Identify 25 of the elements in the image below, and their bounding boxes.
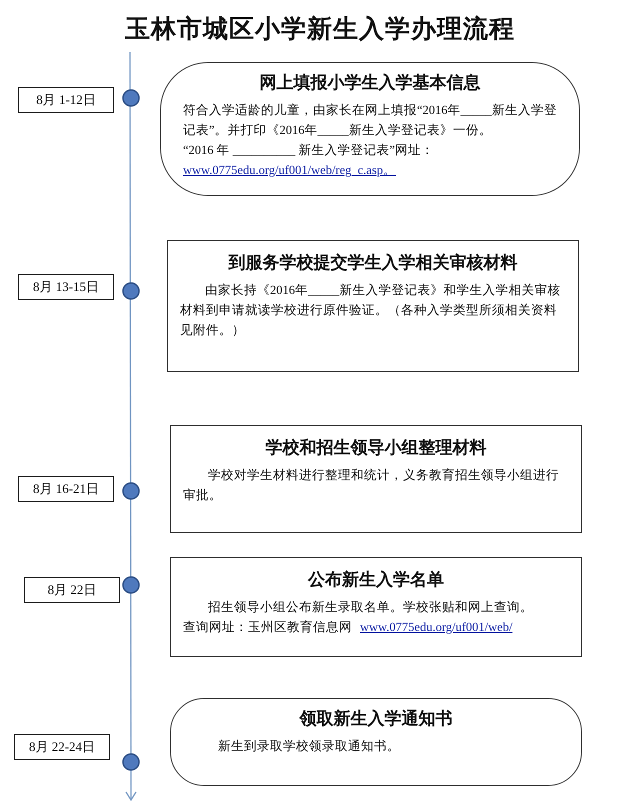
date-box: 8月 13-15日: [18, 274, 114, 300]
step-box: [167, 240, 579, 372]
date-box: 8月 1-12日: [18, 87, 114, 113]
body-text: 查询网址：玉州区教育信息网: [183, 619, 352, 636]
step-box: [170, 557, 582, 657]
step-heading: 网上填报小学生入学基本信息: [258, 72, 482, 94]
body-text: 符合入学适龄的儿童，由家长在网上填报“2016年_____新生入学登记表”。并打印《2016年_____新生入学登记表》一份。: [183, 102, 557, 139]
rounded-step-box: [170, 698, 582, 786]
body-text: 学校对学生材料进行整理和统计，义务教育招生领导小组进行审批。: [183, 467, 560, 504]
step-heading: 到服务学校提交学生入学相关审核材料: [227, 252, 518, 274]
body-text: 由家长持《2016年_____新生入学登记表》和学生入学相关审核材料到申请就读学校进行原件验证。（各种入学类型所须相关资料见附件。）: [180, 282, 562, 339]
body-text: 招生领导小组公布新生录取名单。学校张贴和网上查询。: [207, 599, 534, 616]
step-heading: 学校和招生领导小组整理材料: [264, 437, 488, 459]
date-box: 8月 22日: [24, 577, 120, 603]
step-heading: 领取新生入学通知书: [298, 708, 454, 730]
web-link: www.0775edu.org/uf001/web/: [360, 619, 512, 636]
step-heading: 公布新生入学名单: [306, 569, 445, 591]
rounded-step-box: [160, 62, 580, 196]
step-box: [170, 425, 582, 533]
body-text: “2016 年 __________ 新生入学登记表”网址：: [183, 142, 435, 159]
date-box: 8月 22-24日: [14, 734, 110, 760]
diagram-title: 玉林市城区小学新生入学办理流程: [124, 14, 516, 45]
body-text: 新生到录取学校领录取通知书。: [217, 738, 401, 755]
date-box: 8月 16-21日: [18, 476, 114, 502]
web-link: www.0775edu.org/uf001/web/reg_c.asp。: [183, 163, 396, 177]
